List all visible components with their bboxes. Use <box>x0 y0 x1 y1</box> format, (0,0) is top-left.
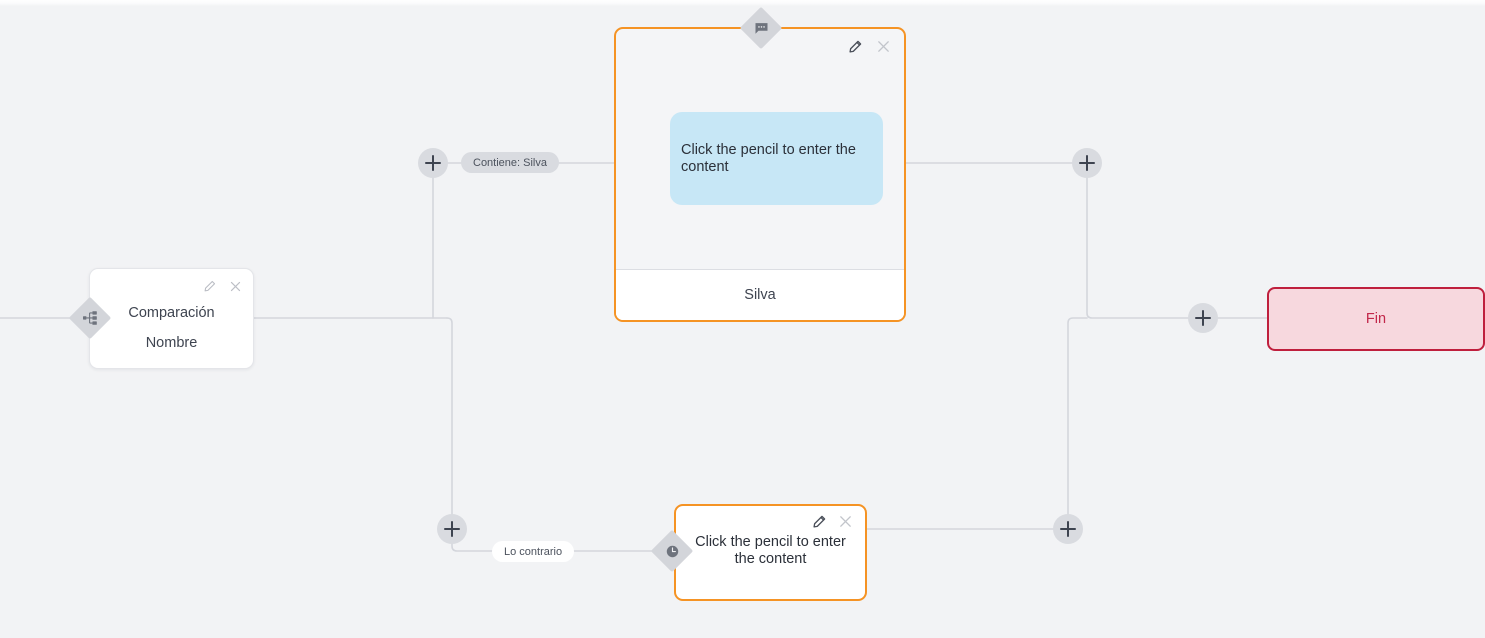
add-after-wait-button[interactable] <box>1053 514 1083 544</box>
node-wait[interactable]: Click the pencil to enter the content <box>674 504 867 601</box>
close-icon[interactable] <box>876 39 891 54</box>
message-bubble[interactable]: Click the pencil to enter the content <box>670 112 883 205</box>
comparacion-card-tools <box>203 280 242 293</box>
message-bubble-text: Click the pencil to enter the content <box>681 142 856 175</box>
comparacion-title: Comparación <box>128 305 215 321</box>
chat-bubble-icon <box>746 13 776 43</box>
edge-label-true-branch: Contiene: Silva <box>461 152 559 173</box>
edge-message-out <box>905 162 1204 319</box>
node-comparacion[interactable]: Comparación Nombre <box>89 268 254 369</box>
close-icon[interactable] <box>838 514 853 529</box>
add-before-fin-button[interactable] <box>1188 303 1218 333</box>
comparacion-subtitle: Nombre <box>145 335 198 351</box>
wait-type-badge[interactable] <box>650 529 694 573</box>
pencil-icon[interactable] <box>812 515 826 529</box>
pencil-icon[interactable] <box>203 280 216 293</box>
wait-card-body: Click the pencil to enter the content <box>695 534 846 567</box>
wait-card-tools <box>812 514 853 529</box>
add-false-branch-button[interactable] <box>437 514 467 544</box>
node-message[interactable]: Click the pencil to enter the content Si… <box>614 27 906 322</box>
add-true-branch-button[interactable] <box>418 148 448 178</box>
comparacion-type-badge[interactable] <box>68 296 112 340</box>
node-fin[interactable]: Fin <box>1267 287 1485 351</box>
message-type-badge[interactable] <box>739 6 783 50</box>
sitemap-branch-icon <box>75 303 105 333</box>
top-gradient-strip <box>0 0 1485 6</box>
comparacion-card-body: Comparación Nombre <box>90 298 253 358</box>
message-card-footer: Silva <box>616 269 904 320</box>
add-after-message-button[interactable] <box>1072 148 1102 178</box>
pencil-icon[interactable] <box>848 40 862 54</box>
edge-false-branch <box>446 317 675 552</box>
edge-label-false-branch: Lo contrario <box>492 541 575 562</box>
edge-wait-out <box>866 317 1088 530</box>
close-icon[interactable] <box>229 280 242 293</box>
clock-icon <box>657 536 687 566</box>
message-card-tools <box>848 39 891 54</box>
edge-true-branch <box>432 162 615 319</box>
